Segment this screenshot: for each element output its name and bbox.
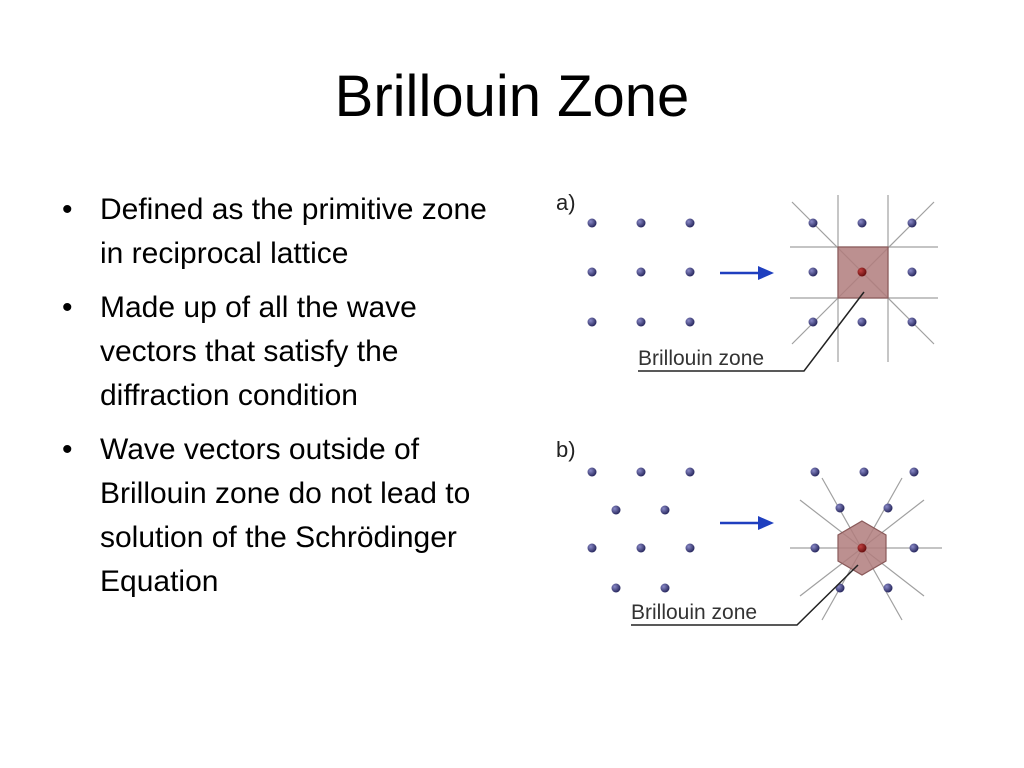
lattice-point [636, 543, 646, 553]
lattice-point [611, 583, 621, 593]
bullet-item-definition: • Defined as the primitive zone in recip… [56, 188, 506, 276]
slide-title: Brillouin Zone [334, 64, 690, 129]
lattice-point [907, 218, 917, 228]
lattice-point [808, 317, 818, 327]
lattice-point [883, 503, 893, 513]
zone-label-b: Brillouin zone [631, 601, 757, 624]
lattice-point [587, 267, 597, 277]
bullet-marker: • [62, 193, 73, 226]
lattice-point [909, 543, 919, 553]
square-lattice-right [808, 218, 917, 327]
panel-b: b) [556, 437, 942, 626]
zone-leader-line [631, 564, 859, 626]
lattice-point [685, 218, 695, 228]
bullet-marker: • [62, 433, 73, 466]
lattice-point [685, 543, 695, 553]
lattice-point [835, 503, 845, 513]
lattice-point [660, 583, 670, 593]
zone-label-a: Brillouin zone [638, 347, 764, 370]
center-lattice-point [857, 267, 867, 277]
lattice-point [883, 583, 893, 593]
bullet-item-wave-vectors: • Made up of all the wave vectors that s… [56, 286, 506, 418]
lattice-point [808, 218, 818, 228]
lattice-point [587, 543, 597, 553]
lattice-point [587, 218, 597, 228]
bullet-text: Made up of all the wave vectors that sat… [100, 291, 417, 412]
hexagonal-lattice-right [810, 467, 919, 593]
panel-a-label: a) [556, 190, 576, 215]
lattice-point [685, 267, 695, 277]
panel-a: a) [556, 190, 938, 372]
bullet-text: Defined as the primitive zone in recipro… [100, 193, 487, 270]
bullet-marker: • [62, 291, 73, 324]
arrow-icon [720, 516, 774, 530]
lattice-point [685, 467, 695, 477]
lattice-point [636, 218, 646, 228]
lattice-point [636, 467, 646, 477]
lattice-point [660, 505, 670, 515]
lattice-point [857, 317, 867, 327]
lattice-point [907, 267, 917, 277]
lattice-point [808, 267, 818, 277]
lattice-point [636, 317, 646, 327]
lattice-point [857, 218, 867, 228]
bullet-list: • Defined as the primitive zone in recip… [56, 188, 506, 614]
panel-b-label: b) [556, 437, 576, 462]
lattice-point [636, 267, 646, 277]
lattice-point [587, 317, 597, 327]
lattice-point [587, 467, 597, 477]
bullet-text: Wave vectors outside of Brillouin zone d… [100, 433, 471, 598]
arrow-icon [720, 266, 774, 280]
square-lattice-left [587, 218, 695, 327]
hexagonal-lattice-left [587, 467, 695, 593]
bullet-item-outside-zone: • Wave vectors outside of Brillouin zone… [56, 428, 506, 604]
lattice-point [611, 505, 621, 515]
lattice-point [907, 317, 917, 327]
zone-leader-line [638, 291, 865, 372]
lattice-point [810, 467, 820, 477]
lattice-point [810, 543, 820, 553]
lattice-point [685, 317, 695, 327]
center-lattice-point [857, 543, 867, 553]
lattice-point [859, 467, 869, 477]
lattice-point [909, 467, 919, 477]
